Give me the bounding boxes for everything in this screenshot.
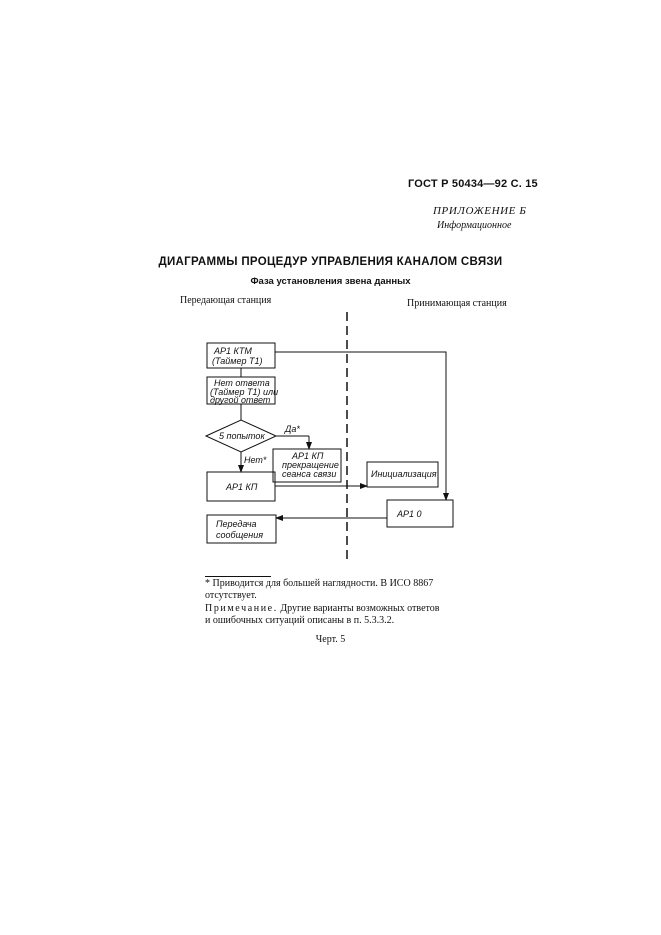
terminate-line2: прекращение [282, 460, 339, 470]
figure-caption: Черт. 5 [315, 634, 346, 645]
footnote-divider [205, 576, 271, 577]
initialization-label: Инициализация [371, 469, 437, 479]
page-title: ДИАГРАММЫ ПРОЦЕДУР УПРАВЛЕНИЯ КАНАЛОМ СВ… [158, 256, 503, 268]
yes-label: Да* [284, 424, 300, 434]
no-label: Нет* [244, 455, 267, 465]
transfer-box [206, 514, 277, 544]
footnote: * Приводится для большей наглядности. В … [205, 578, 434, 601]
attempts-decision-label: 5 попыток [219, 431, 265, 441]
note: Примечание. Другие варианты возможных от… [205, 603, 445, 627]
appendix-label: ПРИЛОЖЕНИЕ Б [433, 205, 527, 217]
o-box-label: АР1 0 [396, 509, 422, 519]
document-reference: ГОСТ Р 50434—92 С. 15 [408, 178, 538, 190]
initialization-box [366, 461, 439, 488]
sending-station-label: Передающая станция [180, 295, 272, 306]
ktm-box-line2: (Таймер Т1) [212, 356, 263, 366]
transfer-line1: Передача [216, 519, 256, 529]
transfer-line2: сообщения [216, 530, 263, 540]
page-subtitle: Фаза установления звена данных [250, 276, 411, 287]
no-reply-line3: другой ответ [210, 395, 271, 405]
no-reply-line2: (Таймер Т1) или [210, 387, 278, 397]
kp-box-label: АР1 КП [225, 482, 258, 492]
ktm-box-line1: АР1 КТМ [213, 346, 252, 356]
terminate-box [272, 448, 342, 483]
appendix-type: Информационное [437, 220, 512, 231]
terminate-line3: сеанса связи [282, 469, 336, 479]
receiving-station-label: Принимающая станция [407, 298, 507, 309]
o-box [386, 499, 454, 528]
note-text: Другие варианты возможных ответов и ошиб… [205, 603, 440, 626]
note-label: Примечание. [205, 603, 278, 614]
no-reply-line1: Нет ответа [214, 378, 270, 388]
terminate-line1: АР1 КП [291, 451, 324, 461]
ktm-to-o-arrow [275, 351, 449, 501]
